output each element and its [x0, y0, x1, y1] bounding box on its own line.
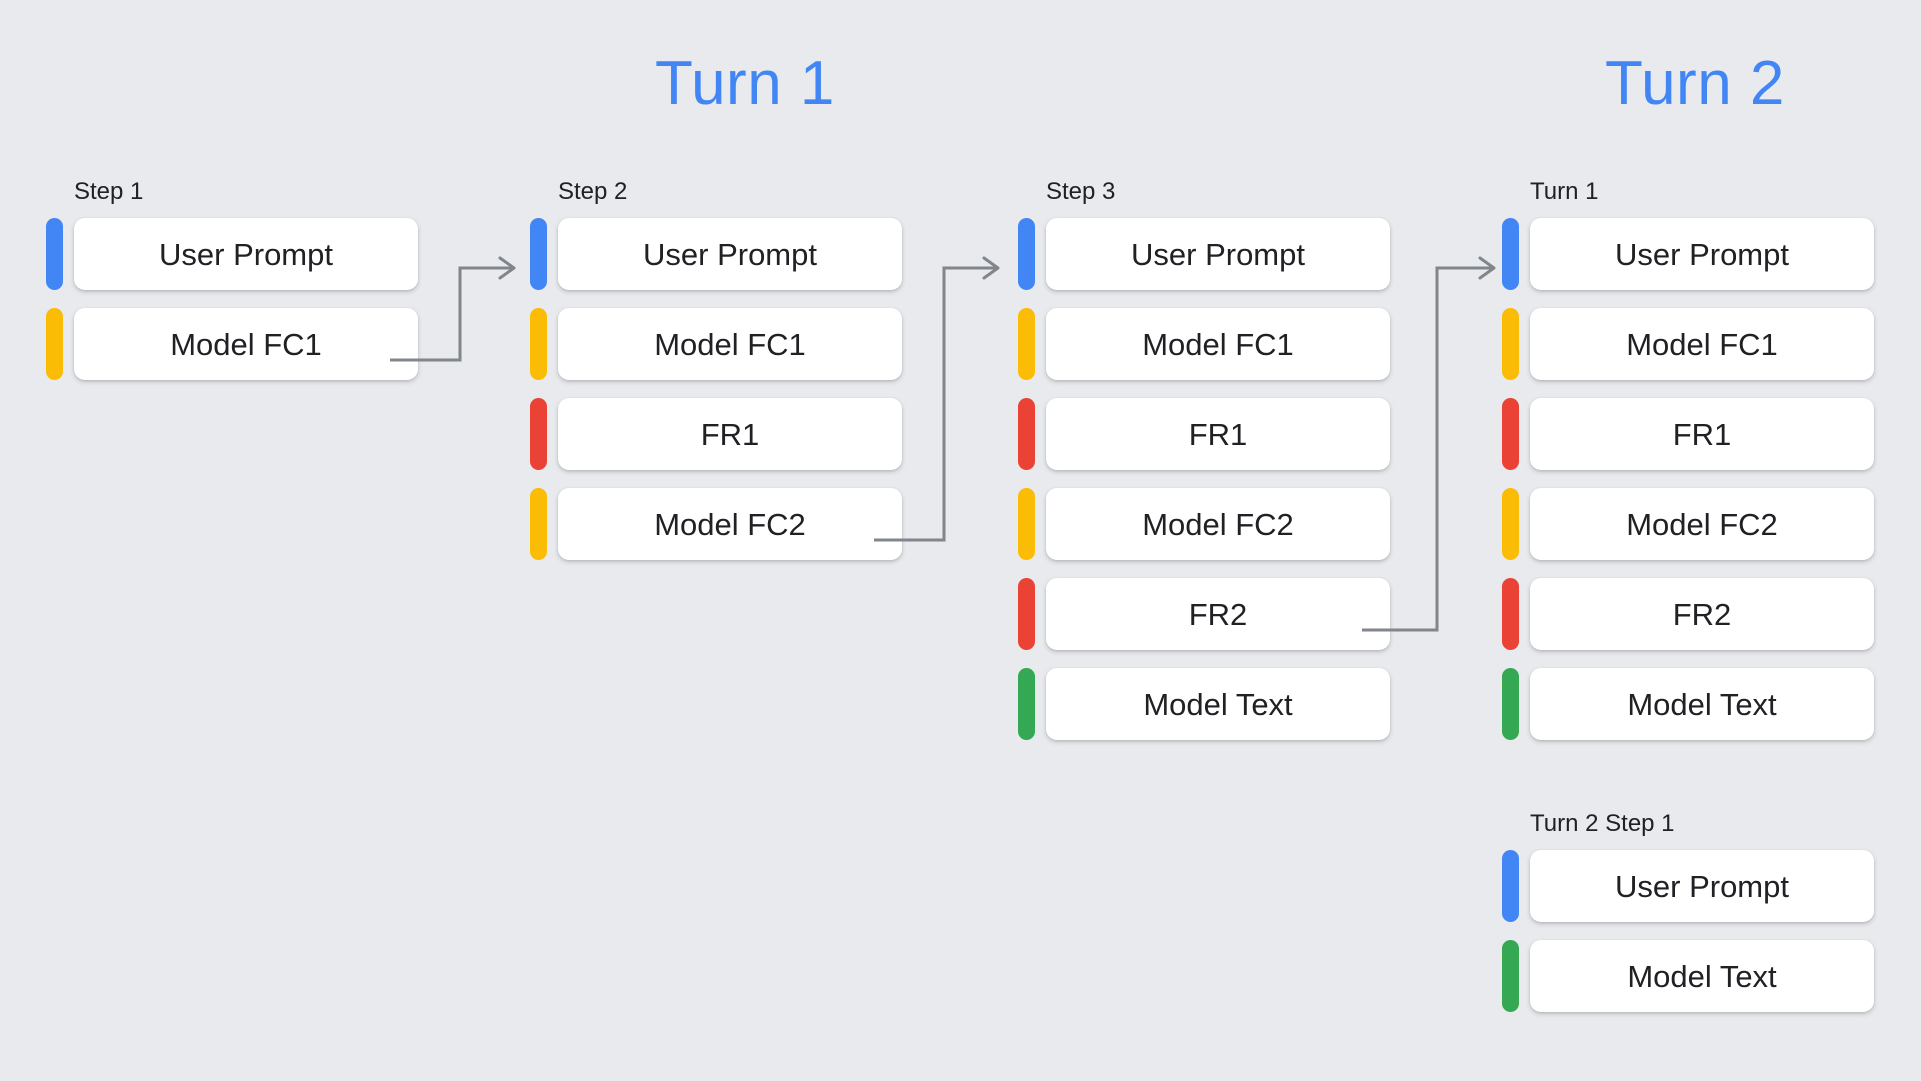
- message-card[interactable]: User Prompt: [1530, 850, 1874, 922]
- message-card[interactable]: Model FC2: [558, 488, 902, 560]
- status-bar-blue: [1502, 218, 1519, 290]
- status-bar-yellow: [1018, 488, 1035, 560]
- message-card-label: User Prompt: [159, 236, 333, 272]
- message-card-label: FR1: [700, 416, 760, 452]
- turn-1-title: Turn 1: [655, 49, 835, 118]
- message-card-label: FR1: [1672, 416, 1732, 452]
- message-card[interactable]: FR2: [1530, 578, 1874, 650]
- message-card[interactable]: Model Text: [1046, 668, 1390, 740]
- message-card[interactable]: FR2: [1046, 578, 1390, 650]
- status-bar-red: [1018, 398, 1035, 470]
- message-card-label: FR2: [1672, 596, 1732, 632]
- status-bar-yellow: [530, 488, 547, 560]
- message-card-label: Model FC2: [1626, 506, 1778, 542]
- message-card[interactable]: Model Text: [1530, 668, 1874, 740]
- message-card-label: Model FC1: [1142, 326, 1294, 362]
- message-card[interactable]: Model FC2: [1530, 488, 1874, 560]
- message-card-label: FR1: [1188, 416, 1248, 452]
- status-bar-yellow: [1502, 308, 1519, 380]
- arrowhead-icon: [498, 256, 516, 280]
- message-card[interactable]: User Prompt: [74, 218, 418, 290]
- group-label-turn-1: Turn 1: [1530, 178, 1599, 205]
- status-bar-green: [1018, 668, 1035, 740]
- group-label-step-3: Step 3: [1046, 178, 1116, 205]
- message-card[interactable]: Model FC2: [1046, 488, 1390, 560]
- group-label-step-1: Step 1: [74, 178, 144, 205]
- status-bar-red: [530, 398, 547, 470]
- message-card-label: Model FC1: [1626, 326, 1778, 362]
- message-card-label: Model Text: [1143, 686, 1293, 722]
- message-card-label: Model FC2: [1142, 506, 1294, 542]
- group-label-turn-2-step-1: Turn 2 Step 1: [1530, 810, 1675, 837]
- message-card[interactable]: FR1: [558, 398, 902, 470]
- arrowhead-icon: [982, 256, 1000, 280]
- status-bar-blue: [1502, 850, 1519, 922]
- message-card[interactable]: Model FC1: [74, 308, 418, 380]
- status-bar-green: [1502, 668, 1519, 740]
- message-card-label: Model Text: [1627, 958, 1777, 994]
- turn-2-title: Turn 2: [1605, 49, 1785, 118]
- message-card-label: Model FC2: [654, 506, 806, 542]
- status-bar-yellow: [530, 308, 547, 380]
- status-bar-red: [1018, 578, 1035, 650]
- message-card[interactable]: User Prompt: [1530, 218, 1874, 290]
- message-card-label: User Prompt: [1131, 236, 1305, 272]
- message-card-label: User Prompt: [1615, 236, 1789, 272]
- message-card[interactable]: Model Text: [1530, 940, 1874, 1012]
- status-bar-red: [1502, 578, 1519, 650]
- group-label-step-2: Step 2: [558, 178, 628, 205]
- message-card[interactable]: Model FC1: [558, 308, 902, 380]
- status-bar-blue: [1018, 218, 1035, 290]
- message-card[interactable]: FR1: [1530, 398, 1874, 470]
- status-bar-green: [1502, 940, 1519, 1012]
- status-bar-blue: [46, 218, 63, 290]
- message-card[interactable]: Model FC1: [1530, 308, 1874, 380]
- status-bar-red: [1502, 398, 1519, 470]
- status-bar-yellow: [1018, 308, 1035, 380]
- message-card[interactable]: User Prompt: [1046, 218, 1390, 290]
- message-card-label: Model FC1: [170, 326, 322, 362]
- message-card-label: Model Text: [1627, 686, 1777, 722]
- message-card-label: Model FC1: [654, 326, 806, 362]
- message-card-label: User Prompt: [1615, 868, 1789, 904]
- status-bar-blue: [530, 218, 547, 290]
- status-bar-yellow: [46, 308, 63, 380]
- arrowhead-icon: [1478, 256, 1496, 280]
- message-card[interactable]: FR1: [1046, 398, 1390, 470]
- message-card[interactable]: Model FC1: [1046, 308, 1390, 380]
- message-card-label: User Prompt: [643, 236, 817, 272]
- status-bar-yellow: [1502, 488, 1519, 560]
- message-card[interactable]: User Prompt: [558, 218, 902, 290]
- message-card-label: FR2: [1188, 596, 1248, 632]
